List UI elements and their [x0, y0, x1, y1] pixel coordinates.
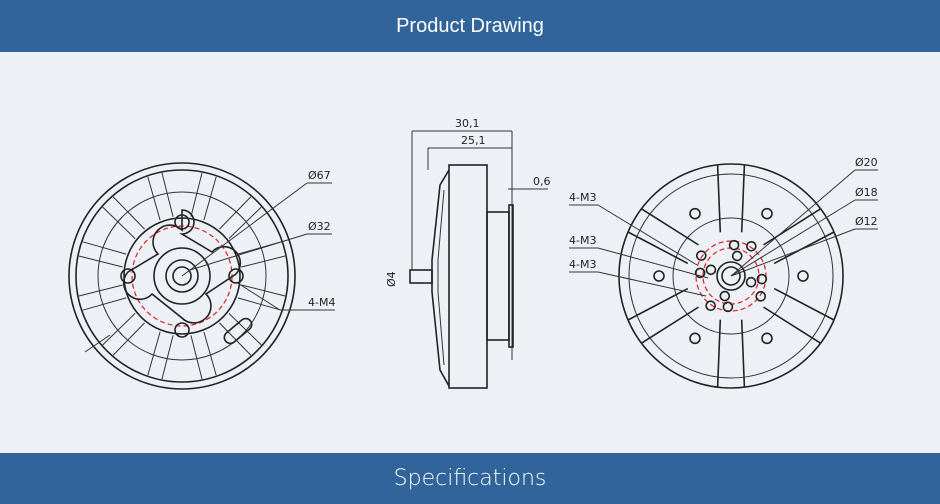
dim-label-o12: Ø12	[855, 215, 878, 228]
rotor-spoke	[228, 313, 262, 346]
rear-spoke	[763, 208, 822, 246]
dim-label-4-m3-a: 4-M3	[569, 191, 596, 204]
section-header-product-drawing: Product Drawing	[0, 0, 940, 52]
rotor-spoke	[161, 335, 174, 380]
dim-label-o32: Ø32	[308, 220, 331, 233]
rotor-spoke	[112, 322, 145, 356]
m3-hole	[756, 273, 768, 285]
motor-side-view: 30,1 25,1 0,6 Ø4	[385, 117, 551, 389]
dim-label-25-1: 25,1	[461, 134, 486, 147]
m3-hole	[722, 301, 734, 313]
rotor-spoke	[102, 206, 136, 239]
rotor-spoke	[147, 331, 161, 376]
dim-label-4-m4: 4-M4	[308, 296, 335, 309]
dim-label-0-6: 0,6	[533, 175, 551, 188]
product-drawing: Ø67 Ø32 4-M4 30,1 25,1 0,6 Ø4	[68, 117, 878, 390]
m3-hole	[728, 239, 740, 251]
m3-hole	[694, 267, 706, 279]
rotor-spoke	[241, 255, 286, 268]
m3-hole	[746, 240, 757, 252]
rotor-spoke	[219, 322, 252, 356]
dim-label-o18: Ø18	[855, 186, 878, 199]
rotor-spoke	[82, 297, 127, 311]
dim-label-o20: Ø20	[855, 156, 878, 169]
m3-hole	[695, 250, 707, 261]
m3-hole	[745, 276, 757, 288]
rotor-spoke	[190, 172, 203, 217]
rear-mount-hole	[653, 270, 665, 282]
rear-spoke	[716, 319, 722, 388]
m3-hole	[755, 291, 767, 302]
rotor-spoke	[219, 196, 252, 230]
rear-spoke	[773, 231, 835, 265]
rotor-spoke	[237, 297, 282, 311]
rear-spoke	[740, 164, 746, 233]
m3-hole	[719, 290, 731, 302]
motor-front-view: Ø67 Ø32 4-M4	[68, 162, 335, 390]
section-header-specifications: Specifications	[0, 453, 940, 504]
m3-hole	[705, 300, 716, 312]
dim-label-30-1: 30,1	[455, 117, 480, 130]
rear-spoke	[640, 306, 699, 344]
rear-mount-hole	[761, 332, 773, 345]
rotor-spoke	[203, 331, 217, 376]
dim-label-4-m3-b: 4-M3	[569, 234, 596, 247]
rotor-spoke	[241, 284, 286, 297]
rotor-spoke	[190, 335, 203, 380]
rotor-spoke	[228, 206, 262, 239]
rotor-spoke	[78, 255, 123, 268]
rear-mount-hole	[689, 332, 701, 345]
dim-label-4-m3-c: 4-M3	[569, 258, 596, 271]
rear-spoke	[740, 319, 746, 388]
rear-spoke	[640, 208, 699, 246]
rear-mount-hole	[761, 207, 773, 220]
rear-spoke	[773, 287, 835, 321]
rear-spoke	[627, 231, 689, 265]
rotor-spoke	[78, 284, 123, 297]
rear-mount-hole	[689, 207, 701, 220]
rotor-spoke	[147, 176, 161, 221]
dim-label-o67: Ø67	[308, 169, 331, 182]
m3-hole	[731, 250, 743, 262]
rotor-spoke	[161, 172, 174, 217]
rear-spoke	[763, 306, 822, 344]
dim-label-o4: Ø4	[385, 271, 398, 287]
rotor-spoke	[82, 241, 127, 255]
rotor-spoke	[112, 196, 145, 230]
m3-hole	[705, 264, 717, 276]
motor-rear-view: Ø20 Ø18 Ø12 4-M3 4-M3 4-M3	[569, 156, 878, 389]
rotor-spoke	[203, 176, 217, 221]
rear-spoke	[716, 164, 722, 233]
rotor-spoke	[102, 313, 136, 346]
rear-mount-hole	[797, 270, 809, 282]
rear-spoke	[627, 287, 689, 321]
